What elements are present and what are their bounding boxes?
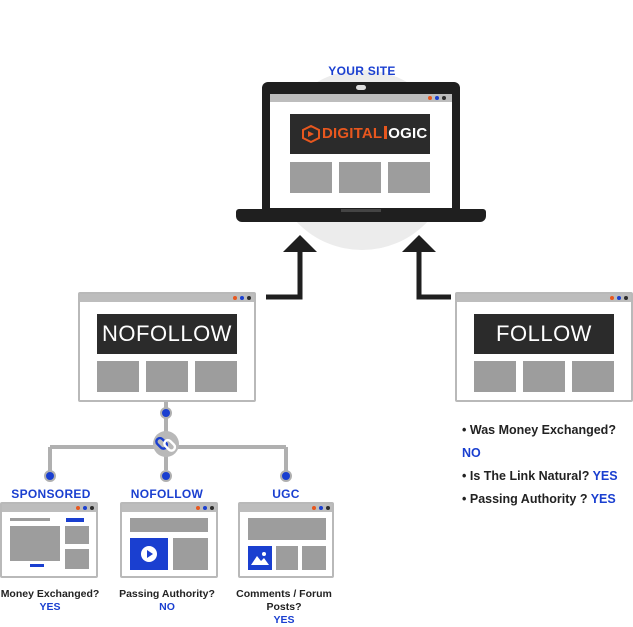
laptop-notch: [341, 209, 381, 212]
laptop-base: [236, 209, 486, 222]
follow-checklist: • Was Money Exchanged? NO • Is The Link …: [462, 419, 633, 511]
tree-node-top: [160, 407, 172, 419]
ad-tag: [66, 518, 84, 522]
window-titlebar: [80, 294, 254, 302]
content-block: [195, 361, 237, 392]
follow-title: FOLLOW: [474, 314, 614, 354]
content-block: [523, 361, 565, 392]
text-line: [10, 518, 50, 521]
content-block: [173, 538, 208, 570]
window-titlebar: [240, 504, 332, 512]
content-block: [302, 546, 326, 570]
content-block: [276, 546, 298, 570]
logo-banner: DIGITAL OGIC: [290, 114, 430, 154]
content-block: [248, 518, 326, 540]
sponsored-caption: Money Exchanged? YES: [0, 588, 100, 613]
nofollow-window: NOFOLLOW: [78, 292, 256, 402]
logo-text-part1: DIGITAL: [322, 125, 383, 142]
check-item: • Passing Authority ? YES: [462, 492, 616, 506]
ad-link: [30, 564, 44, 567]
content-block: [97, 361, 139, 392]
sponsored-window: [0, 502, 98, 578]
content-block: [65, 526, 89, 544]
ugc-label: UGC: [272, 487, 300, 501]
nofollow-title: NOFOLLOW: [97, 314, 237, 354]
nofollow-type-label: NOFOLLOW: [130, 487, 204, 501]
content-block: [146, 361, 188, 392]
logo-text-part2: OGIC: [388, 125, 428, 142]
link-icon: [153, 431, 179, 457]
tree-node-left: [44, 470, 56, 482]
nofollow-mini-window: [120, 502, 218, 578]
logo-l-mark: [384, 126, 388, 139]
left-arrow: [266, 250, 303, 300]
content-block: [10, 526, 60, 561]
window-titlebar: [2, 504, 96, 512]
webcam: [356, 85, 366, 90]
play-icon: [141, 546, 157, 562]
right-arrow-head: [402, 235, 436, 252]
left-arrow-head: [283, 235, 317, 252]
video-thumbnail: [130, 538, 168, 570]
content-block: [339, 162, 381, 193]
logo-text: DIGITAL OGIC: [322, 125, 427, 142]
check-item: • Is The Link Natural? YES: [462, 469, 618, 483]
check-item: • Was Money Exchanged? NO: [462, 423, 616, 460]
right-arrow: [416, 250, 451, 300]
image-icon: [251, 552, 269, 565]
tree-node-mid: [160, 470, 172, 482]
content-block: [65, 549, 89, 569]
tree-node-right: [280, 470, 292, 482]
nofollow-caption: Passing Authority? NO: [119, 588, 215, 613]
window-titlebar: [122, 504, 216, 512]
ugc-window: [238, 502, 334, 578]
content-block: [388, 162, 430, 193]
logo-mark-icon: [302, 125, 320, 143]
your-site-label: YOUR SITE: [328, 64, 396, 78]
laptop-screen: DIGITAL OGIC: [270, 94, 452, 208]
ugc-caption: Comments / Forum Posts? YES: [236, 588, 332, 626]
content-block: [474, 361, 516, 392]
content-block: [572, 361, 614, 392]
follow-window: FOLLOW: [455, 292, 633, 402]
image-thumbnail: [248, 546, 272, 570]
window-titlebar: [457, 294, 631, 302]
content-block: [130, 518, 208, 532]
content-block: [290, 162, 332, 193]
screen-titlebar: [270, 94, 452, 102]
sponsored-label: SPONSORED: [11, 487, 91, 501]
laptop: DIGITAL OGIC: [262, 82, 460, 210]
